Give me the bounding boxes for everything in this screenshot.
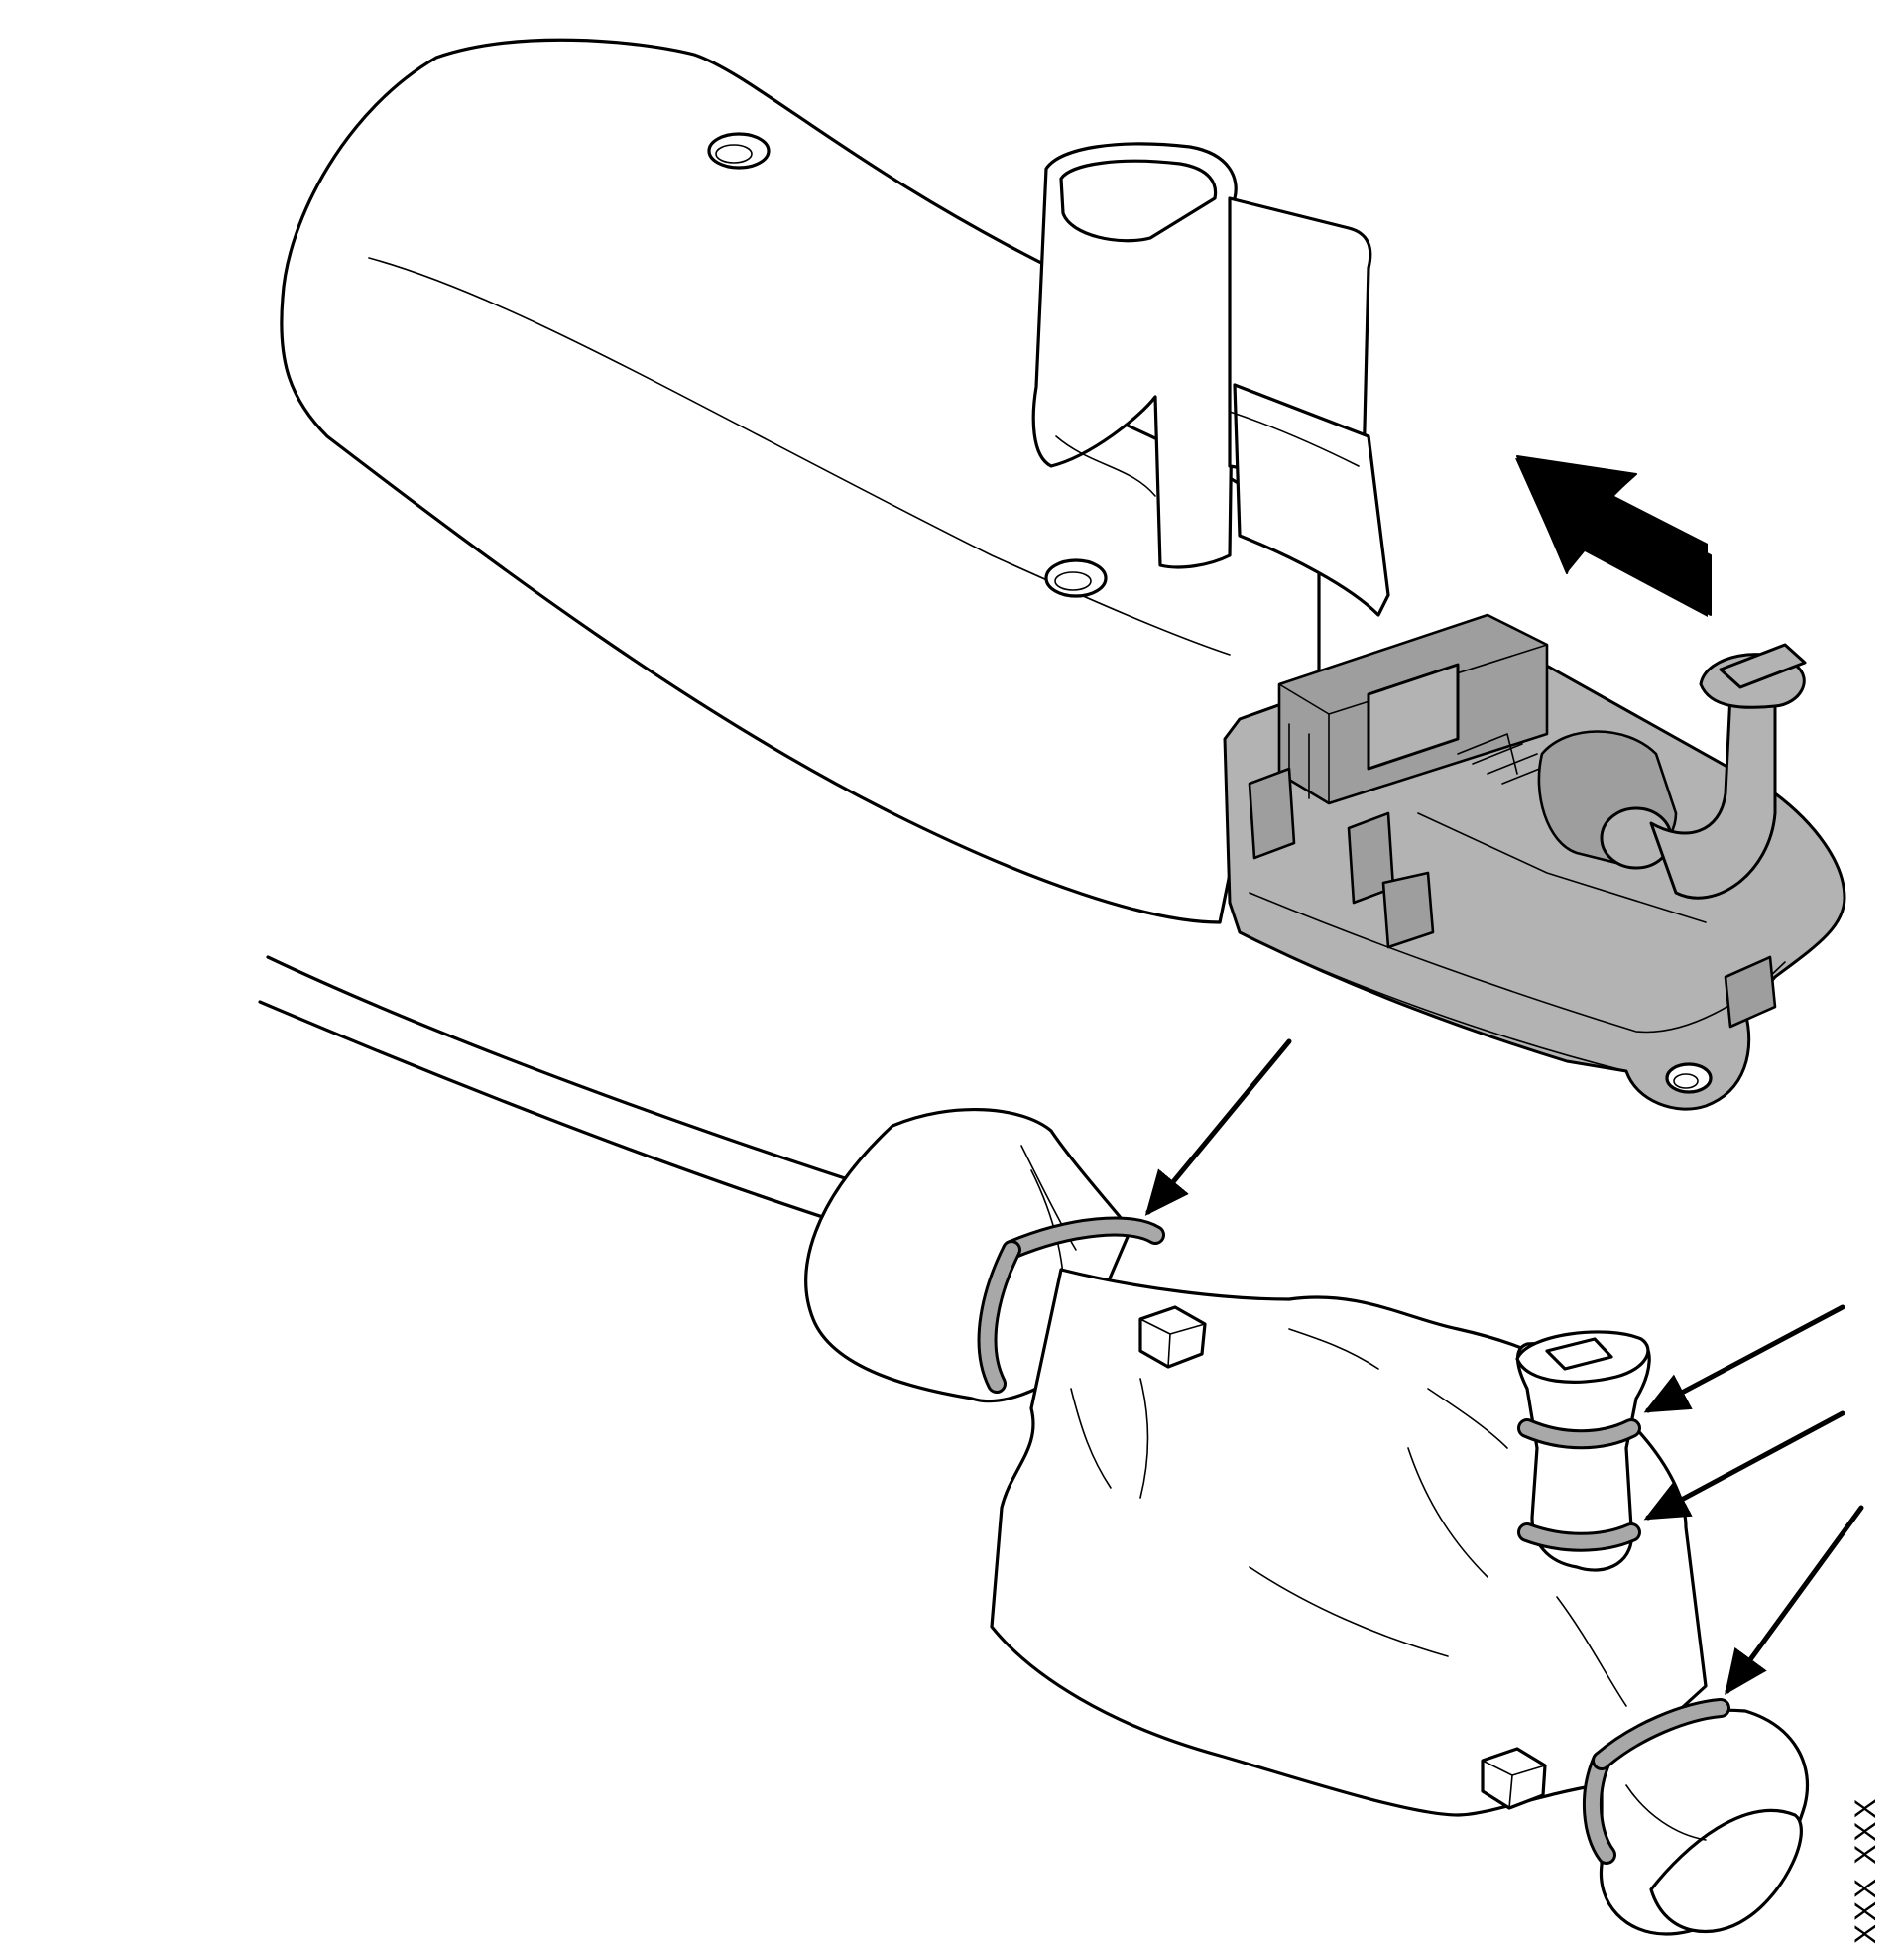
push-direction-arrow-body bbox=[1515, 458, 1708, 617]
pointer-arrow-icon bbox=[1643, 1304, 1845, 1413]
tape-band bbox=[977, 1216, 1165, 1394]
pointer-arrow-icon bbox=[1725, 1505, 1864, 1696]
bolt bbox=[1481, 1747, 1547, 1810]
tape-band bbox=[1517, 1418, 1641, 1450]
control-module bbox=[1223, 613, 1846, 1111]
figure-reference-code: XXX XXX bbox=[1849, 1795, 1882, 1944]
cable bbox=[258, 955, 914, 1232]
pointer-arrow-icon bbox=[1144, 1038, 1292, 1216]
wrapped-module bbox=[804, 1108, 1810, 1936]
tape-band bbox=[1583, 1698, 1730, 1865]
bolt bbox=[1138, 1305, 1207, 1369]
bracket-housing bbox=[280, 38, 1390, 924]
tape-band bbox=[1517, 1522, 1641, 1552]
pointer-arrow-icon bbox=[1643, 1410, 1845, 1521]
